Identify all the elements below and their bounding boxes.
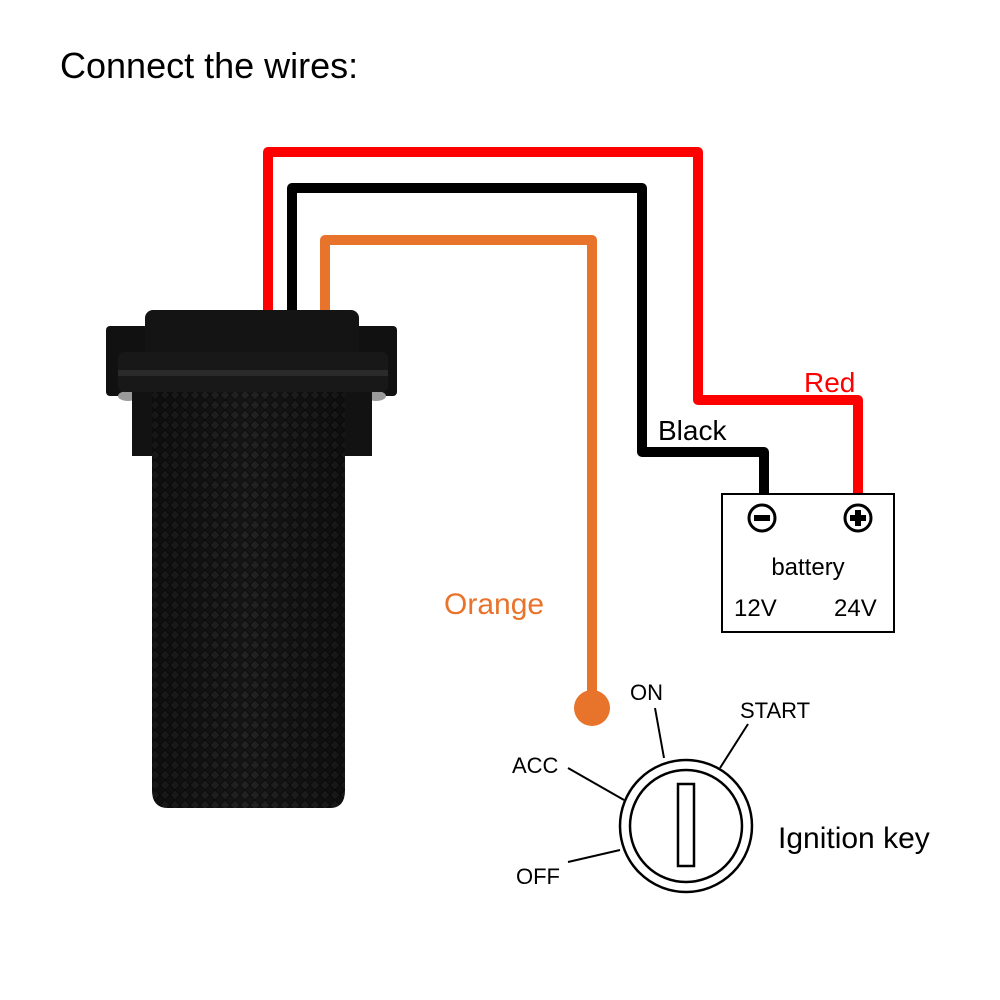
red-wire-label: Red [804,367,855,398]
battery-label: battery [771,554,844,581]
page-title: Connect the wires: [60,45,358,86]
battery-voltage-24v: 24V [834,595,877,622]
orange-wire-terminal [574,690,610,726]
position-off-label: OFF [516,864,560,889]
battery: battery 12V 24V [721,493,895,633]
ignition-key-label: Ignition key [778,822,930,855]
black-wire [287,183,769,500]
black-wire-label: Black [658,415,727,446]
battery-voltage-12v: 12V [734,595,777,622]
key-slot [676,782,696,868]
position-acc-label: ACC [512,753,559,778]
position-start-label: START [740,698,810,723]
orange-wire-label: Orange [444,588,544,621]
gps-tracker-icon [106,310,397,808]
position-on-label: ON [630,680,663,705]
orange-wire [320,235,597,708]
ignition-switch [567,707,754,894]
minus-icon [747,503,777,533]
plus-icon [843,503,873,533]
red-wire [263,147,863,500]
